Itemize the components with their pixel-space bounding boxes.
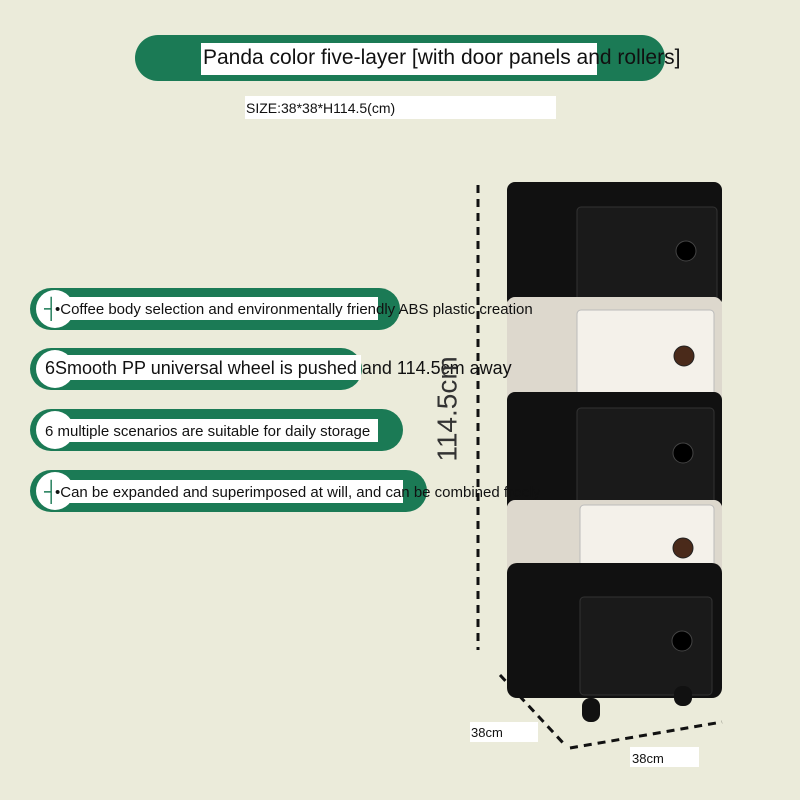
feature-text: 6Smooth PP universal wheel is pushed and… [45, 358, 512, 378]
height-dimension-label: 114.5cm [431, 356, 463, 462]
size-label: SIZE:38*38*H114.5(cm) [246, 100, 396, 116]
feature-backdrop [60, 480, 403, 503]
dimension-lines [476, 185, 723, 750]
feature-backdrop [50, 419, 378, 442]
plus-icon: ┤ [44, 298, 59, 320]
feature-backdrop [50, 355, 361, 380]
feature-backdrop [60, 297, 378, 320]
depth-backdrop [470, 722, 538, 742]
size-backdrop [245, 96, 556, 119]
plus-icon: ┤ [44, 481, 59, 503]
width-backdrop [630, 747, 699, 767]
feature-text: 6 multiple scenarios are suitable for da… [45, 423, 371, 440]
product-title: Panda color five-layer [with door panels… [203, 46, 681, 69]
width-dimension-label: 38cm [632, 751, 664, 766]
title-backdrop [201, 43, 597, 75]
depth-dimension-label: 38cm [471, 725, 503, 740]
feature-text: •Coffee body selection and environmental… [55, 301, 533, 318]
feature-text: •Can be expanded and superimposed at wil… [55, 484, 541, 501]
